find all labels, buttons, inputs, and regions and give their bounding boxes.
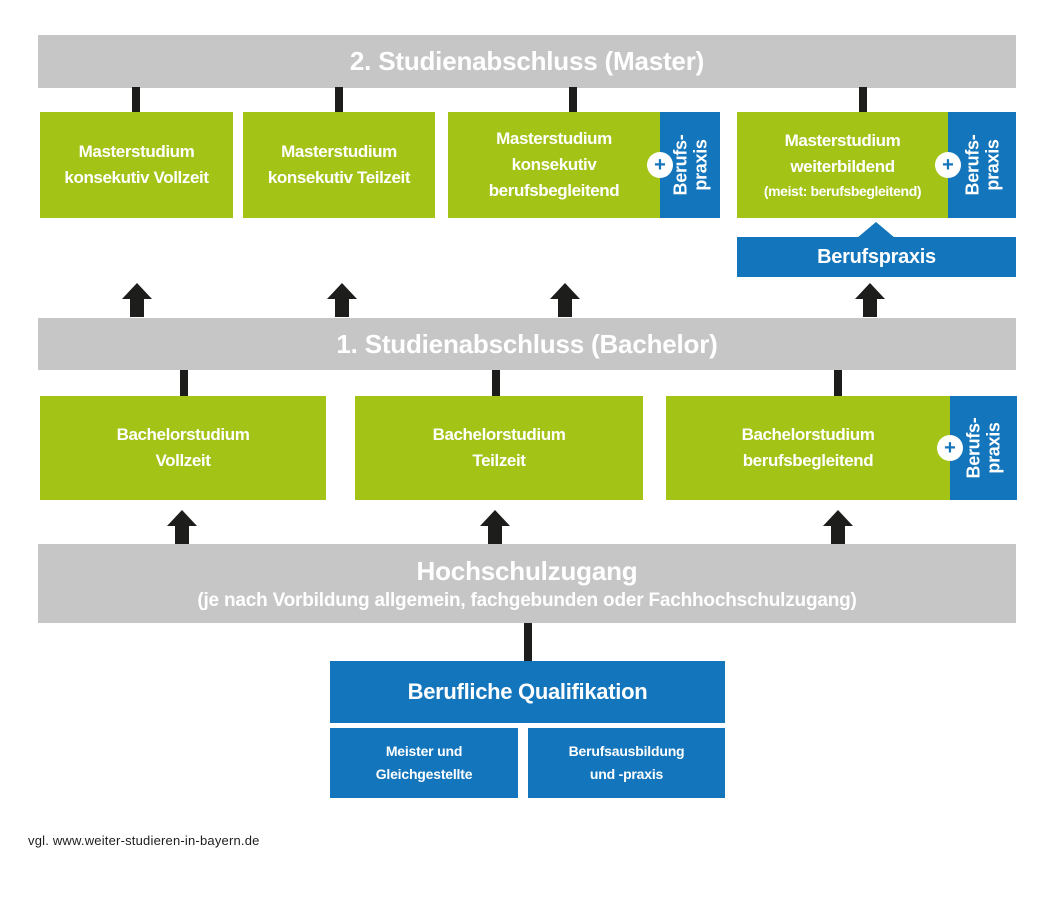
connector-line	[859, 87, 867, 113]
berufspraxis-box: Berufspraxis	[737, 222, 1016, 277]
bachelor-level-bar: 1. Studienabschluss (Bachelor)	[38, 318, 1016, 370]
box-text-line: Vollzeit	[155, 451, 211, 470]
master-level-label: 2. Studienabschluss (Master)	[349, 46, 705, 76]
hochschulzugang-bar: Hochschulzugang (je nach Vorbildung allg…	[38, 544, 1016, 623]
box-text-line: Bachelorstudium	[116, 425, 250, 444]
badge-line: Berufs-	[963, 417, 984, 479]
up-arrow-icon	[855, 283, 885, 317]
box-text-line: Teilzeit	[472, 451, 526, 470]
box-text-line: Masterstudium	[784, 131, 901, 150]
box-text-line: Berufsausbildung	[568, 743, 685, 759]
up-arrow-icon	[823, 510, 853, 544]
box-bachelor-vollzeit: Bachelorstudium Vollzeit	[40, 396, 326, 500]
box-text-note: (meist: berufsbegleitend)	[763, 183, 922, 199]
box-text-line: konsekutiv Teilzeit	[267, 168, 411, 187]
box-text-line: berufsbegleitend	[488, 181, 620, 200]
berufliche-qualifikation-box: Berufliche Qualifikation	[330, 661, 725, 723]
meister-box: Meister und Gleichgestellte	[330, 728, 518, 798]
bachelor-level-label: 1. Studienabschluss (Bachelor)	[336, 328, 718, 359]
berufspraxis-badge-label: Berufs- praxis	[963, 418, 1003, 479]
plus-icon: +	[647, 152, 673, 178]
master-level-bar: 2. Studienabschluss (Master)	[38, 35, 1016, 88]
up-arrow-icon	[327, 283, 357, 317]
berufspraxis-badge-label: Berufs- praxis	[670, 135, 710, 196]
berufspraxis-notch-icon	[857, 222, 895, 238]
box-master-weiterbildend: Masterstudium weiterbildend (meist: beru…	[737, 112, 1016, 218]
berufspraxis-box-label: Berufspraxis	[817, 245, 936, 268]
connector-line	[834, 370, 842, 397]
hochschulzugang-title: Hochschulzugang	[416, 555, 638, 586]
box-text-line: und -praxis	[589, 766, 664, 782]
berufspraxis-badge: Berufs- praxis +	[935, 112, 1016, 218]
box-text-line: konsekutiv Vollzeit	[64, 168, 209, 187]
connector-line	[180, 370, 188, 397]
hochschulzugang-subtitle: (je nach Vorbildung allgemein, fachgebun…	[197, 589, 857, 611]
berufliche-qualifikation-label: Berufliche Qualifikation	[407, 679, 648, 704]
box-bachelor-teilzeit: Bachelorstudium Teilzeit	[355, 396, 643, 500]
badge-line: praxis	[983, 422, 1004, 474]
up-arrow-icon	[480, 510, 510, 544]
box-text-line: Gleichgestellte	[375, 766, 473, 782]
box-text-line: Bachelorstudium	[741, 425, 875, 444]
badge-line: praxis	[690, 139, 711, 191]
box-text-line: Masterstudium	[496, 129, 612, 148]
connector-line	[569, 87, 577, 113]
berufspraxis-badge-label: Berufs- praxis	[962, 135, 1002, 196]
box-text-line: Meister und	[385, 743, 463, 759]
box-text-line: Masterstudium	[281, 142, 397, 161]
up-arrow-icon	[167, 510, 197, 544]
badge-line: Berufs-	[670, 134, 691, 196]
box-text-line: berufsbegleitend	[742, 451, 874, 470]
berufspraxis-badge: Berufs- praxis +	[937, 396, 1017, 500]
box-master-konsekutiv-berufsbegleitend: Masterstudium konsekutiv berufsbegleiten…	[448, 112, 720, 218]
plus-icon: +	[937, 435, 963, 461]
plus-icon: +	[935, 152, 961, 178]
berufsausbildung-box: Berufsausbildung und -praxis	[528, 728, 725, 798]
connector-line	[335, 87, 343, 113]
box-master-konsekutiv-vollzeit: Masterstudium konsekutiv Vollzeit	[40, 112, 233, 218]
connector-line	[492, 370, 500, 397]
berufspraxis-badge: Berufs- praxis +	[647, 112, 720, 218]
up-arrow-icon	[550, 283, 580, 317]
box-text-line: Masterstudium	[78, 142, 195, 161]
box-bachelor-berufsbegleitend: Bachelorstudium berufsbegleitend Berufs-…	[666, 396, 1017, 500]
connector-line	[524, 623, 532, 662]
box-master-konsekutiv-teilzeit: Masterstudium konsekutiv Teilzeit	[243, 112, 435, 218]
box-text-line: Bachelorstudium	[432, 425, 566, 444]
box-text-line: konsekutiv	[511, 155, 597, 174]
up-arrow-icon	[122, 283, 152, 317]
connector-line	[132, 87, 140, 113]
badge-line: Berufs-	[961, 134, 982, 196]
badge-line: praxis	[981, 139, 1002, 191]
box-text-line: weiterbildend	[790, 157, 895, 176]
source-note: vgl. www.weiter-studieren-in-bayern.de	[28, 833, 260, 848]
